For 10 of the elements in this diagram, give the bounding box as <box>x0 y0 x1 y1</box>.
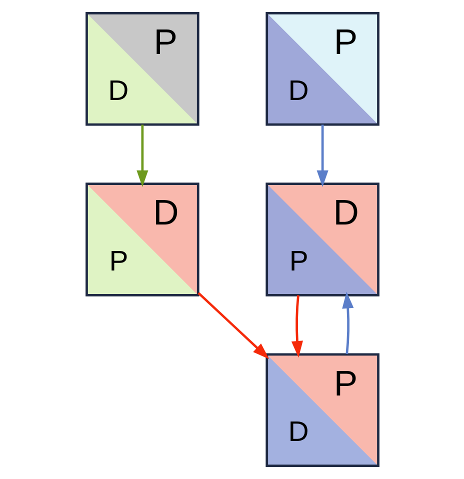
node-box: P D <box>265 353 379 468</box>
node-box: P D <box>85 12 199 126</box>
node-box: D P <box>265 182 379 296</box>
arrow <box>290 295 302 358</box>
node-box: P D <box>265 12 379 126</box>
arrow <box>316 124 328 187</box>
arrow <box>342 292 354 354</box>
node-box: D P <box>85 182 199 296</box>
arrow <box>197 292 269 360</box>
arrow <box>136 124 148 187</box>
